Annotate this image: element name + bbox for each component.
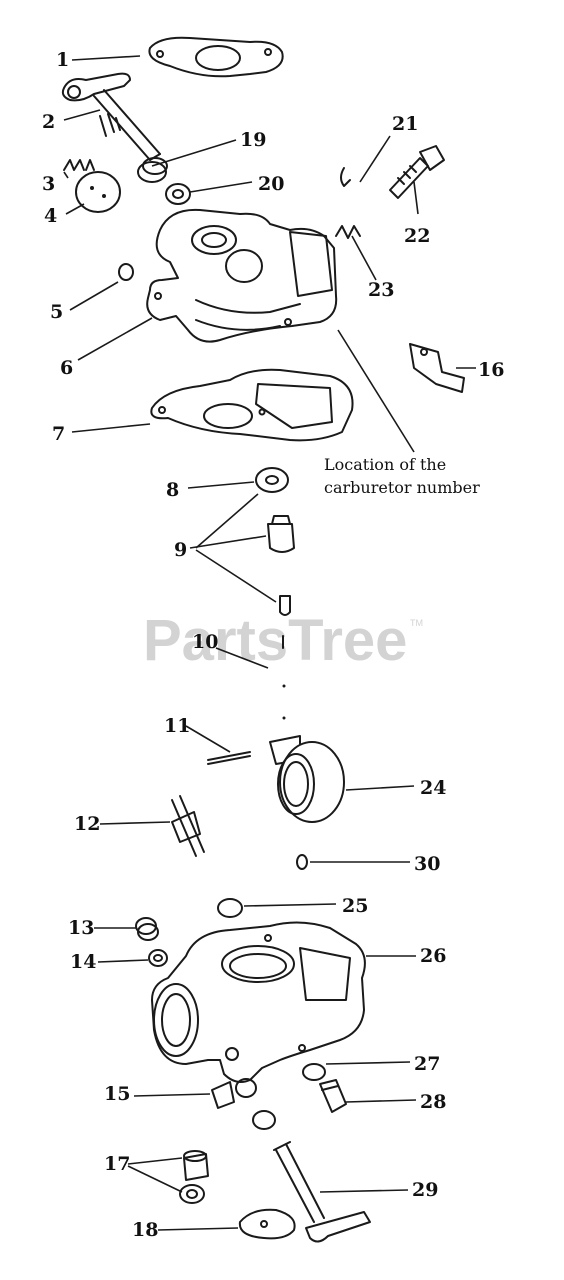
callout-8: 8 <box>166 479 179 501</box>
callout-20: 20 <box>258 173 284 195</box>
part-11-float-pin[interactable] <box>207 751 251 765</box>
callout-22: 22 <box>404 225 430 247</box>
part-7-body-gasket[interactable] <box>150 368 354 442</box>
part-19-seal[interactable] <box>137 157 168 183</box>
callout-29: 29 <box>412 1179 438 1201</box>
part-30-pin[interactable] <box>296 854 308 870</box>
note-line-1: Location of the <box>324 455 446 474</box>
part-3-screws[interactable] <box>63 159 95 171</box>
carburetor-number-note: Location of the carburetor number <box>324 455 480 497</box>
part-10-pin[interactable] <box>282 635 286 720</box>
part-5-plug[interactable] <box>118 263 134 281</box>
part-21-clip[interactable] <box>340 167 351 187</box>
callout-18: 18 <box>132 1219 158 1241</box>
part-17-bushings[interactable] <box>179 1150 209 1204</box>
callout-labels: 1 2 3 4 5 6 7 8 9 10 11 12 13 14 15 16 1… <box>42 49 504 1241</box>
callout-13: 13 <box>68 917 94 939</box>
callout-3: 3 <box>42 173 55 195</box>
callout-1: 1 <box>56 49 69 71</box>
note-line-2: carburetor number <box>324 478 480 497</box>
part-27-washer[interactable] <box>302 1063 326 1081</box>
callout-28: 28 <box>420 1091 446 1113</box>
part-24-float[interactable] <box>269 735 345 823</box>
callout-12: 12 <box>74 813 100 835</box>
part-25-washer[interactable] <box>217 898 243 918</box>
leader-lines <box>63 55 476 1231</box>
callout-16: 16 <box>478 359 504 381</box>
callout-26: 26 <box>420 945 446 967</box>
part-1-gasket[interactable] <box>148 36 284 78</box>
callout-21: 21 <box>392 113 418 135</box>
callout-19: 19 <box>240 129 266 151</box>
part-4-throttle-plate[interactable] <box>75 171 121 213</box>
part-15-needle[interactable] <box>211 1078 276 1130</box>
part-13-plug[interactable] <box>135 917 159 941</box>
watermark-trademark: TM <box>410 618 423 628</box>
callout-24: 24 <box>420 777 446 799</box>
part-26-float-bowl[interactable] <box>151 921 366 1083</box>
part-6-throttle-body[interactable] <box>146 208 338 343</box>
callout-27: 27 <box>414 1053 440 1075</box>
part-20-washer[interactable] <box>165 183 191 205</box>
part-29-choke-shaft[interactable] <box>273 1141 371 1243</box>
callout-9: 9 <box>174 539 187 561</box>
part-14-washer[interactable] <box>148 949 168 967</box>
callout-23: 23 <box>368 279 394 301</box>
callout-5: 5 <box>50 301 63 323</box>
callout-15: 15 <box>104 1083 130 1105</box>
part-28-drain[interactable] <box>319 1079 347 1113</box>
callout-7: 7 <box>52 423 65 445</box>
callout-17: 17 <box>104 1153 130 1175</box>
part-12-main-jet[interactable] <box>171 795 205 857</box>
callout-2: 2 <box>42 111 55 133</box>
callout-6: 6 <box>60 357 73 379</box>
callout-10: 10 <box>192 631 218 653</box>
callout-30: 30 <box>414 853 440 875</box>
callout-4: 4 <box>44 205 57 227</box>
callout-14: 14 <box>70 951 96 973</box>
callout-11: 11 <box>164 715 190 737</box>
watermark: PartsTree <box>143 608 407 673</box>
part-22-idle-screw[interactable] <box>389 145 445 199</box>
callout-25: 25 <box>342 895 368 917</box>
part-8-washer[interactable] <box>255 467 289 493</box>
part-18-choke-plate[interactable] <box>238 1208 296 1240</box>
part-9-inlet-needle-seat[interactable] <box>267 515 295 616</box>
part-16-bracket[interactable] <box>409 343 465 393</box>
part-23-spring[interactable] <box>335 225 361 239</box>
